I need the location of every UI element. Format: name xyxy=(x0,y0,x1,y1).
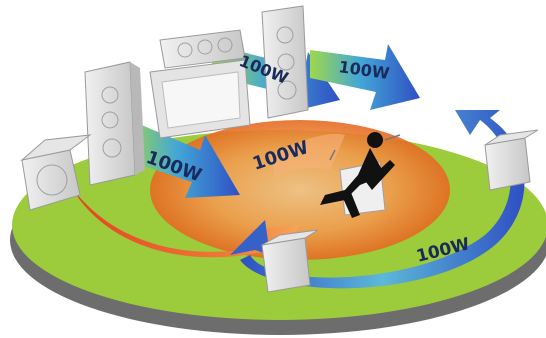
front-left-arrow xyxy=(125,120,240,198)
rear-right-speaker xyxy=(484,129,539,191)
front-right-speaker xyxy=(261,5,309,119)
center-front-arrow xyxy=(270,133,345,178)
rear-left-speaker xyxy=(261,229,319,293)
front-right-arrow xyxy=(310,44,420,110)
center-speaker-and-tv xyxy=(149,29,251,139)
left-subwoofer xyxy=(20,134,92,211)
front-left-speaker xyxy=(84,61,145,186)
seated-listener-icon xyxy=(320,132,401,218)
listening-zone xyxy=(150,120,450,260)
